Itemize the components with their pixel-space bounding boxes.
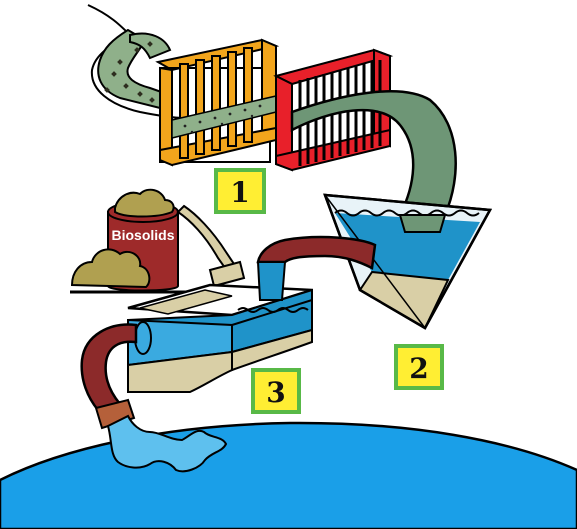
step-1-number: 1: [230, 176, 249, 209]
step-2-label: 2: [396, 346, 442, 388]
step-3-label: 3: [253, 370, 299, 412]
step-3-number: 3: [266, 376, 285, 409]
primary-clarifier: [325, 195, 490, 328]
coarse-bar-screen: [158, 40, 276, 165]
sludge-chute: [210, 262, 244, 286]
step-1-label: 1: [216, 170, 264, 212]
biosolids-label: Biosolids: [111, 227, 174, 243]
step-2-number: 2: [409, 352, 428, 385]
receiving-water-body: [0, 423, 577, 529]
